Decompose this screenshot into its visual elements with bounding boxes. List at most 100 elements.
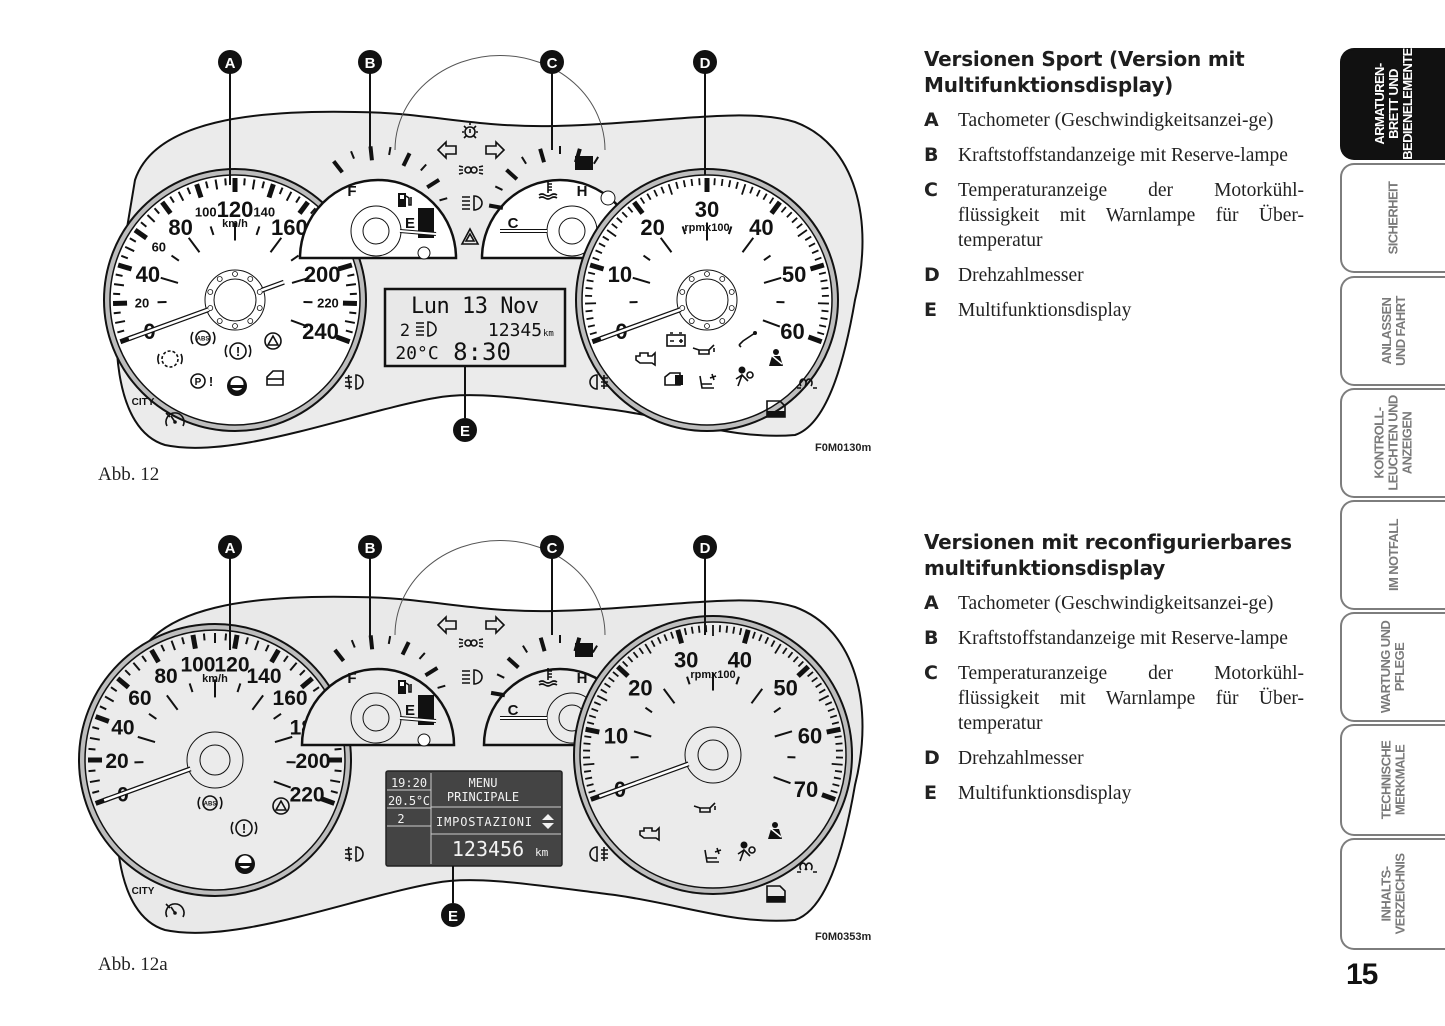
chapter-tab-1[interactable]: ARMATUREN- BRETT UND BEDIENELEMENTE: [1340, 48, 1445, 160]
rpm-tick: [797, 229, 808, 238]
legend-description: Kraftstoffstandanzeige mit Reserve-​lamp…: [958, 145, 1288, 166]
rpm-tick: [583, 762, 595, 766]
speed-tick: [299, 676, 314, 690]
rpm-tick: [587, 324, 595, 328]
multifunction-display: 19:2020.5°C2MENUPRINCIPALEIMPOSTAZIONI12…: [385, 770, 563, 867]
brake-icon: !: [230, 819, 258, 837]
speed-tick: [129, 237, 137, 243]
callout-marker-d: [693, 535, 717, 559]
temp-hot-band: [575, 643, 593, 657]
temp-cold-label: C: [508, 702, 519, 719]
speed-tick: [160, 200, 173, 215]
speed-tick: [104, 695, 115, 703]
rpm-tick: [682, 180, 686, 188]
speed-tick: [88, 769, 96, 773]
speed-tick: [345, 283, 357, 287]
speed-inner-tick: [251, 694, 264, 711]
chapter-tab-8[interactable]: INHALTS- VERZEICHNIS: [1340, 838, 1445, 950]
rpm-tick: [612, 671, 619, 678]
speed-tick: [278, 187, 284, 195]
chapter-tab-6[interactable]: WARTUNG UND PFLEGE: [1340, 612, 1445, 722]
temp-tick: [592, 645, 598, 653]
legend-description: Kraftstoffstandanzeige mit Reserve-​lamp…: [958, 628, 1288, 649]
rpm-tick: [732, 626, 736, 634]
rpm-label: 30: [695, 197, 719, 222]
rpm-inner-tick: [773, 776, 791, 785]
speed-minor-label: 100: [195, 205, 217, 220]
rpm-inner-tick: [750, 688, 764, 704]
abs-text: ABS: [204, 802, 217, 808]
legend-key: D: [924, 747, 940, 769]
speed-tick: [232, 634, 240, 650]
chapter-tab-2[interactable]: SICHERHEIT: [1340, 163, 1445, 273]
legend-description: Multifunktionsdisplay: [958, 300, 1132, 321]
hub-bolt: [216, 276, 223, 282]
rpm-tick: [774, 643, 782, 654]
callout-label: B: [365, 55, 376, 72]
seat-icon: [704, 847, 722, 863]
legend-key: C: [924, 662, 938, 684]
rpm-tick: [627, 206, 634, 213]
speed-inner-tick: [166, 694, 179, 711]
speed-tick: [251, 179, 256, 190]
rpm-inner-tick: [633, 730, 652, 738]
hub-bolt: [728, 289, 735, 295]
rpm-tick: [600, 688, 608, 694]
fuel-tick: [368, 635, 375, 650]
hub-bolt: [247, 276, 254, 282]
temp-tick: [490, 690, 506, 698]
foglight-front-icon: [344, 374, 364, 390]
speed-inner-tick: [274, 735, 293, 744]
battery-icon: [666, 332, 686, 347]
rpm-hub-inner: [697, 739, 729, 771]
dpf-icon: [766, 400, 786, 418]
city-label: CITY: [132, 397, 155, 408]
callout-marker-a: [218, 535, 242, 559]
engine-icon: [635, 351, 656, 367]
rpm-tick: [616, 664, 630, 678]
rpm-tick: [742, 629, 751, 645]
legend-key: A: [924, 109, 939, 131]
chapter-tab-7[interactable]: TECHNISCHE MERKMALE: [1340, 724, 1445, 836]
callout-marker-a: [218, 50, 242, 74]
rpm-inner-tick: [774, 730, 793, 738]
sidelight-icon: [458, 165, 484, 175]
chapter-tab-4[interactable]: KONTROLL- LEUCHTEN UND ANZEIGEN: [1340, 388, 1445, 498]
park-icon: P!: [190, 373, 213, 389]
speed-tick: [153, 207, 160, 215]
center-arc: [394, 540, 606, 636]
coolant-icon: [538, 181, 558, 200]
chapter-tab-5[interactable]: IM NOTFALL: [1340, 500, 1445, 610]
speed-tick: [94, 714, 110, 724]
speed-tick: [312, 686, 320, 692]
speed-tick: [269, 648, 281, 664]
hub-bolt: [216, 318, 223, 324]
rpm-tick: [585, 309, 593, 313]
speed-inner-tick: [187, 237, 201, 253]
rpm-tick: [621, 211, 628, 218]
chapter-tab-3[interactable]: ANLASSEN UND FAHRT: [1340, 276, 1445, 386]
rpm-label: 40: [749, 215, 773, 240]
rpm-tick: [697, 625, 701, 633]
dpf-icon: [766, 885, 786, 903]
legend-description: Tachometer (Geschwindigkeitsanzei-​ge): [958, 593, 1274, 614]
rpm-tick: [796, 664, 810, 678]
chapter-tab-label: KONTROLL- LEUCHTEN UND ANZEIGEN: [1371, 395, 1415, 491]
fuel-tick: [350, 150, 355, 160]
rpm-tick: [587, 271, 596, 276]
hub-bolt: [247, 318, 254, 324]
speed-tick: [289, 662, 298, 672]
speed-label: 160: [271, 215, 308, 240]
rpm-tick: [834, 770, 843, 773]
callout-marker-c: [540, 50, 564, 74]
airbag-icon: [735, 366, 754, 387]
speed-inner-tick: [160, 276, 179, 284]
rpm-label: 70: [794, 777, 818, 802]
rpm-tick: [769, 200, 782, 215]
speed-tick: [205, 181, 209, 189]
rpm-tick: [675, 629, 684, 645]
odometer-value: 12345: [488, 320, 542, 341]
callout-label: E: [448, 908, 458, 925]
glow-coil-icon: [797, 378, 817, 389]
